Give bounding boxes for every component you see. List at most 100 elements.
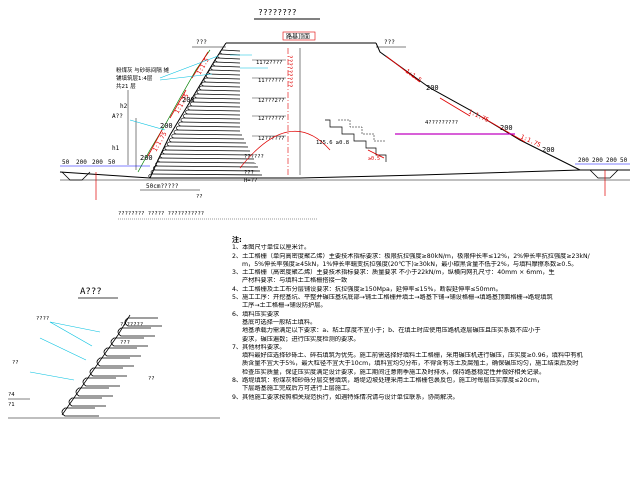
elev-2: 11?????? [258,78,285,84]
toe-right-1: 200 [578,157,589,164]
geogrid-wrap [196,89,200,95]
right-dim-2: 200 [500,124,513,132]
geogrid-layer [221,49,241,52]
note-line: 2、土工格栅（单向高密度聚乙烯）主要技术指标要求：极限抗拉强度≥80kN/m，极… [232,252,590,260]
right-slope-dim-3 [479,115,526,143]
detail-layers [61,317,162,417]
left-h1: h1 [112,145,120,152]
geogrid-layer [187,109,241,112]
geogrid-layer [180,121,241,124]
leader-1 [159,55,219,79]
toe-right-3: 200 [606,157,617,164]
note-line: 填料最好应选择砂砾土、碎石填筑为优先。施工前需选择好填料土工格栅，采用碾压机进行… [242,352,583,360]
elev-3: 12???2?? [258,98,285,104]
geogrid-layer [171,137,245,140]
right-red-marker [367,149,385,159]
left-slope-dim-2 [169,89,187,119]
base-label-3: H=?? [244,178,257,184]
right-slope-line [375,42,581,171]
left-slope-dim-3 [147,129,163,157]
right-red-text: ≥0.5 [368,156,380,162]
detail-label-6: ?4 [8,392,15,398]
detail-wrap-layer [61,407,99,417]
detail-leader-4 [29,371,75,381]
right-dim-3: 200 [542,146,555,154]
note-line: 4、土工格栅及土工布分层铺设要求：抗拉强度≥150Mpa，延伸率≤15%，断裂延… [232,285,502,293]
ground-line [59,169,630,179]
geogrid-wrap [166,141,170,147]
note-line: 工序→土工格栅→铺设防护层。 [242,302,327,310]
geogrid-layer [215,61,241,64]
geogrid-layer [178,125,241,128]
left-dim-2: 200 [160,122,173,130]
detail-leader-1 [49,321,101,333]
top-label-left: ??? [196,39,207,46]
detail-leader-3 [39,337,87,361]
base-label-4: 125.6 ≥0.8 [316,140,349,146]
geogrid-layer [182,117,241,120]
geogrid-wrap [187,105,190,111]
left-dim-1: 200 [182,96,195,104]
geogrid-layer [185,113,241,116]
geogrid-layer [157,161,257,164]
left-outer-slope [137,49,211,173]
detail-label-3: ??? [120,340,130,346]
geogrid-layer [201,85,241,88]
geogrid-wrap [173,129,177,135]
leader-2 [159,73,213,81]
detail-label-5: ?? [12,360,19,366]
geogrid-layer [173,133,243,136]
left-slope-dim-1 [191,51,209,79]
section-mark: A?? [112,113,123,120]
note-line: 地基承载力需满足以下要求：a、粘土厚度不宜小于；b、在填土时应使用压路机逐层碾压… [242,327,541,335]
note-line: m，5%伸长率强度≥45kN，1%伸长率蠕变抗拉强度(20℃下)≥30kN，最小… [242,260,578,268]
geogrid-layer [175,129,241,132]
crown-label-box [282,31,316,41]
rotated-note: ????????? [286,55,293,88]
geogrid-wrap [182,113,186,119]
right-slope-3: 1:1.75 [519,133,542,149]
geogrid-wrap [180,117,184,123]
toe-right-2: 200 [592,157,603,164]
toe-left-3: 200 [92,159,103,166]
caption: ???????? ????? ??????????? [118,211,204,217]
geogrid-wrap [178,121,181,127]
note-line: 1、本图尺寸单位以厘米计。 [232,244,311,252]
bottom-tick: ?? [196,194,203,200]
detail-label-1: ???? [36,316,49,322]
bottom-dim: 50cm????? [146,183,179,190]
note-line: 9、其他施工要求按照相关规范执行，如遇特殊情况请与设计单位联系，协商解决。 [232,393,459,401]
leader-3 [129,119,166,131]
geogrid-layer [192,101,241,104]
toe-left-4: 50 [108,159,116,166]
right-benches [325,119,387,162]
elev-4: 12?????? [258,116,285,122]
detail-wrap-layer [103,347,141,357]
geogrid-wrap [185,109,188,115]
left-ditch [61,171,91,181]
right-slope-1: 1:1.5 [404,68,423,84]
detail-wrap-layer [117,327,155,337]
right-slope-2: 1:1.75 [467,108,490,124]
right-slope-dim-1 [385,55,421,83]
detail-wrap-layer [110,337,148,347]
geogrid-layer [208,73,241,76]
geogrid-layer [198,89,241,92]
detail-slope [61,314,131,416]
detail-title: A??? [80,287,102,297]
note-line: 8、路堤填筑：粉煤灰和砂砾分层交替填筑，路堤边坡处理采用土工格栅包裹反包，施工时… [232,377,544,385]
base-label-1: ?????? [244,154,264,160]
note-line: 基底可选择一般粘土填料。 [242,318,317,326]
note-line: 6、填料压实要求 [232,310,280,318]
left-h2: h2 [120,103,128,110]
notes-list: 1、本图尺寸单位以厘米计。2、土工格栅（单向高密度聚乙烯）主要技术指标要求：极限… [232,244,636,402]
geogrid-layer [189,105,241,108]
detail-label-4: ?? [148,376,155,382]
layer-note: 粉煤灰 与砂砾间隔 摊 铺填筑层1:4层 共21 层 [116,66,171,90]
geogrid-wrap [164,145,167,151]
drawing-title: ???????? [258,8,297,17]
right-slope-dim-2 [439,97,471,117]
base-label-2: ??? [244,170,254,176]
left-slope-line [149,42,227,179]
geogrid-layer [217,57,241,60]
